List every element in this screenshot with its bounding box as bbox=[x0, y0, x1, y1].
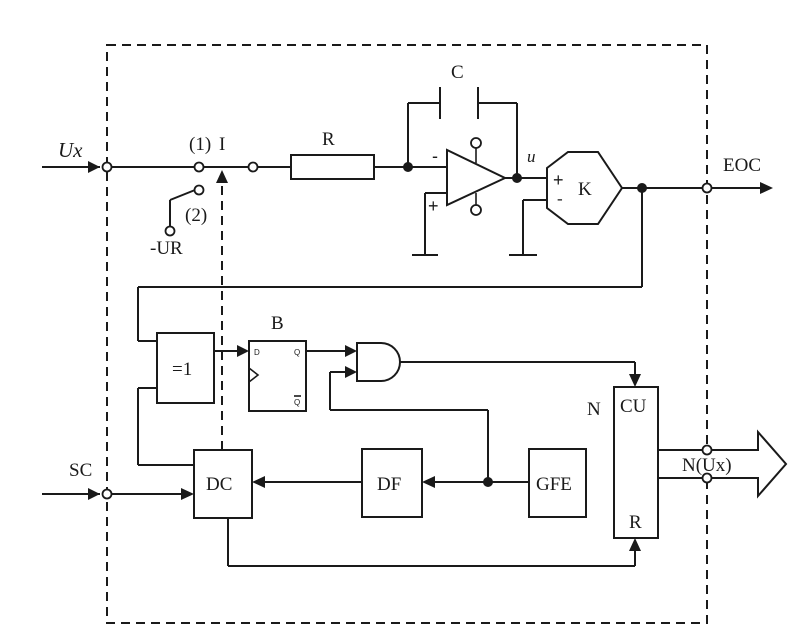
flipflop-b bbox=[248, 340, 307, 412]
label-ref-voltage: -UR bbox=[150, 238, 183, 259]
terminal-out-top bbox=[701, 444, 713, 456]
arrow-eoc bbox=[760, 182, 773, 194]
label-comp-minus: - bbox=[557, 189, 563, 208]
label-ff-qbar: Q bbox=[294, 398, 300, 407]
switch-pivot bbox=[247, 161, 259, 173]
terminal-ux bbox=[101, 161, 113, 173]
arrow-sc-to-dc bbox=[181, 488, 194, 500]
divider-df bbox=[361, 448, 423, 518]
wire-ur-h bbox=[169, 189, 196, 201]
arrow-sc-in bbox=[88, 488, 100, 500]
label-switch-pos1: (1) bbox=[189, 134, 211, 155]
label-ux: Ux bbox=[58, 138, 83, 162]
node-gfe-split bbox=[483, 477, 493, 487]
generator-gfe bbox=[528, 448, 587, 518]
label-ff-d: D bbox=[254, 348, 260, 357]
resistor-r bbox=[290, 154, 375, 180]
terminal-sc bbox=[101, 488, 113, 500]
label-counter-r: R bbox=[629, 512, 642, 533]
label-switch-pos2: (2) bbox=[185, 205, 207, 226]
label-opamp-minus: - bbox=[432, 146, 438, 166]
arrow-xor-to-ff bbox=[237, 345, 249, 357]
label-generator: GFE bbox=[536, 474, 572, 495]
label-xor: =1 bbox=[172, 359, 192, 380]
terminal-ur bbox=[164, 225, 176, 237]
counter-n bbox=[613, 386, 659, 539]
label-start: SC bbox=[69, 460, 92, 481]
terminal-eoc bbox=[701, 182, 713, 194]
arrow-gfe-to-df bbox=[422, 476, 435, 488]
arrow-df-to-dc bbox=[252, 476, 265, 488]
output-bus-arrow bbox=[657, 429, 788, 499]
switch-contact-1 bbox=[193, 161, 205, 173]
control-dc bbox=[193, 449, 253, 519]
label-counter-cu: CU bbox=[620, 396, 647, 417]
and-gate bbox=[356, 342, 401, 382]
terminal-out-bottom bbox=[701, 472, 713, 484]
opamp-integrator bbox=[446, 148, 508, 207]
label-integrator-out: u bbox=[527, 147, 536, 166]
label-eoc: EOC bbox=[723, 155, 761, 176]
arrow-switch-control bbox=[216, 170, 228, 183]
opamp-supply-bottom-pin bbox=[470, 204, 482, 216]
node-integrator-out bbox=[512, 173, 522, 183]
label-comp-plus: + bbox=[553, 170, 564, 190]
arrow-ff-to-and bbox=[345, 345, 357, 357]
label-comparator: K bbox=[578, 179, 592, 200]
label-divider: DF bbox=[377, 474, 401, 495]
enclosure-boundary bbox=[106, 44, 708, 624]
switch-contact-2 bbox=[193, 184, 205, 196]
comparator-k bbox=[546, 151, 624, 225]
label-switch-name: I bbox=[219, 134, 225, 155]
label-resistor: R bbox=[322, 129, 335, 150]
label-capacitor: C bbox=[451, 62, 464, 83]
arrow-and-to-counter bbox=[629, 374, 641, 387]
opamp-supply-top-pin bbox=[470, 137, 482, 149]
ff-clock-symbol bbox=[248, 367, 260, 383]
arrow-ux-in bbox=[88, 161, 100, 173]
label-control: DC bbox=[206, 474, 232, 495]
label-opamp-plus: + bbox=[428, 196, 439, 216]
label-output: N(Ux) bbox=[682, 455, 732, 476]
arrow-reset bbox=[629, 538, 641, 551]
label-counter: N bbox=[587, 399, 601, 420]
xor-gate bbox=[156, 332, 215, 404]
arrow-gfe-to-and bbox=[345, 366, 357, 378]
label-flipflop: B bbox=[271, 313, 284, 334]
label-ff-q: Q bbox=[294, 348, 300, 357]
